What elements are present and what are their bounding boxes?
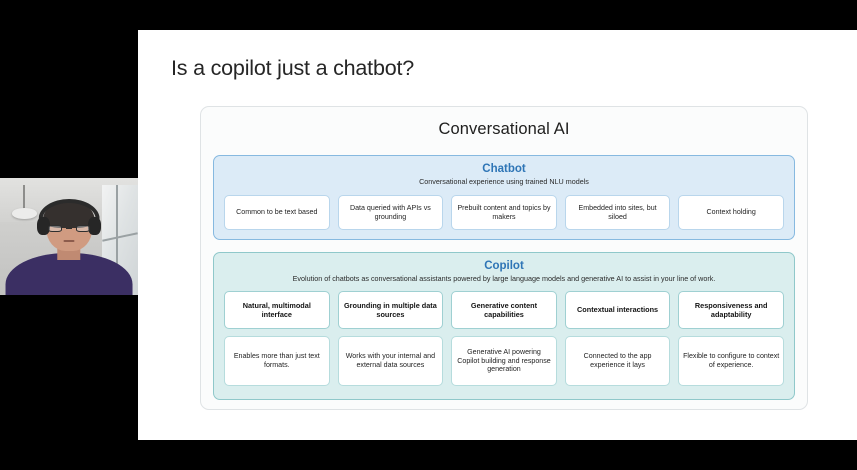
pendant-lamp-shade	[12, 208, 38, 219]
chatbot-card[interactable]: Prebuilt content and topics by makers	[451, 195, 557, 230]
participant-torso	[5, 252, 133, 295]
webcam-room-background	[0, 178, 138, 295]
chatbot-card-row: Common to be text based Data queried wit…	[214, 195, 794, 230]
diagram-heading: Conversational AI	[438, 120, 570, 138]
copilot-header-card[interactable]: Generative content capabilities	[451, 291, 557, 329]
participant-video-tile[interactable]	[0, 178, 138, 295]
glasses-lens-left	[48, 224, 63, 232]
chatbot-card[interactable]: Data queried with APIs vs grounding	[337, 195, 444, 230]
copilot-description-card[interactable]: Flexible to configure to context of expe…	[678, 336, 784, 386]
chatbot-card[interactable]: Context holding	[678, 195, 784, 230]
copilot-section-title: Copilot	[484, 260, 524, 272]
copilot-header-card[interactable]: Contextual interactions	[564, 291, 671, 329]
copilot-description-card[interactable]: Connected to the app experience it lays	[564, 336, 671, 386]
copilot-header-card[interactable]: Grounding in multiple data sources	[337, 291, 444, 329]
copilot-header-card[interactable]: Responsiveness and adaptability	[678, 291, 784, 329]
copilot-section: Copilot Evolution of chatbots as convers…	[213, 252, 795, 400]
chatbot-section-subtitle: Conversational experience using trained …	[419, 177, 589, 186]
glasses-lens-right	[75, 224, 90, 232]
participant-mouth	[63, 240, 75, 242]
copilot-description-card[interactable]: Generative AI powering Copilot building …	[451, 336, 557, 386]
copilot-description-card-row: Enables more than just text formats. Wor…	[214, 336, 794, 386]
slide-title: Is a copilot just a chatbot?	[171, 56, 414, 80]
chatbot-card[interactable]: Embedded into sites, but siloed	[564, 195, 671, 230]
copilot-section-subtitle: Evolution of chatbots as conversational …	[292, 274, 716, 283]
conversational-ai-diagram: Conversational AI Chatbot Conversational…	[200, 106, 808, 410]
chatbot-card[interactable]: Common to be text based	[224, 195, 330, 230]
chatbot-section-title: Chatbot	[482, 163, 526, 175]
copilot-header-card-row: Natural, multimodal interface Grounding …	[214, 291, 794, 329]
headphone-earcup-left	[37, 216, 50, 236]
chatbot-section: Chatbot Conversational experience using …	[213, 155, 795, 240]
glasses-bridge	[65, 227, 73, 229]
copilot-description-card[interactable]: Works with your internal and external da…	[337, 336, 444, 386]
pendant-lamp-rod	[23, 185, 26, 211]
shared-slide[interactable]: Is a copilot just a chatbot? Conversatio…	[138, 30, 857, 440]
headphone-earcup-right	[88, 216, 101, 236]
copilot-header-card[interactable]: Natural, multimodal interface	[224, 291, 330, 329]
copilot-description-card[interactable]: Enables more than just text formats.	[224, 336, 330, 386]
